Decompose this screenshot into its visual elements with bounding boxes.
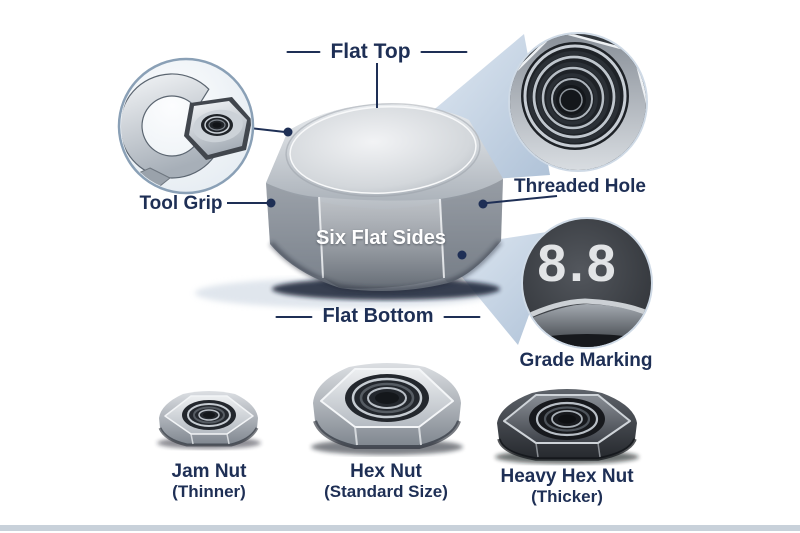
hex-nut-qualifier: (Standard Size) [324, 482, 448, 501]
flat-top-right-dash [420, 51, 468, 53]
hex-nut-name: Hex Nut [350, 461, 422, 482]
tool-grip-inset [117, 57, 255, 195]
threaded-hole-inset [508, 32, 648, 172]
threaded-hole-icon [510, 34, 646, 170]
jam-nut-caption: Jam Nut (Thinner) [172, 461, 247, 502]
callout-lines [227, 63, 558, 204]
heavy-hex-nut-illustration [495, 389, 639, 464]
main-hex-nut-illustration [195, 103, 503, 308]
grade-value-text: 8.8 [537, 235, 618, 293]
heavy-hex-nut-caption: Heavy Hex Nut (Thicker) [500, 466, 633, 507]
jam-nut-illustration [157, 391, 261, 449]
tool-grip-label: Tool Grip [139, 193, 223, 214]
jam-nut-qualifier: (Thinner) [172, 482, 246, 501]
hex-nut-illustration [311, 363, 463, 455]
threaded-hole-label: Threaded Hole [514, 176, 646, 197]
flat-bottom-right-dash [443, 315, 481, 318]
flat-top-label-group: Flat Top [286, 40, 468, 64]
gripped-nut [184, 97, 251, 160]
flat-top-left-dash [286, 51, 321, 53]
flat-bottom-left-dash [275, 315, 313, 318]
flat-bottom-label-group: Flat Bottom [275, 305, 481, 328]
flat-top-label: Flat Top [330, 40, 411, 63]
grade-marking-label: Grade Marking [519, 350, 653, 371]
jam-nut-name: Jam Nut [171, 461, 247, 482]
grade-marking-inset: 8.8 [521, 217, 653, 349]
six-flat-sides-label: Six Flat Sides [315, 227, 447, 249]
hex-nut-caption: Hex Nut (Standard Size) [324, 461, 448, 502]
heavy-hex-nut-qualifier: (Thicker) [531, 487, 603, 506]
bottom-accent-bar [0, 525, 800, 531]
callout-dots [266, 127, 488, 260]
flat-bottom-label: Flat Bottom [322, 305, 434, 327]
heavy-hex-nut-name: Heavy Hex Nut [500, 466, 634, 487]
